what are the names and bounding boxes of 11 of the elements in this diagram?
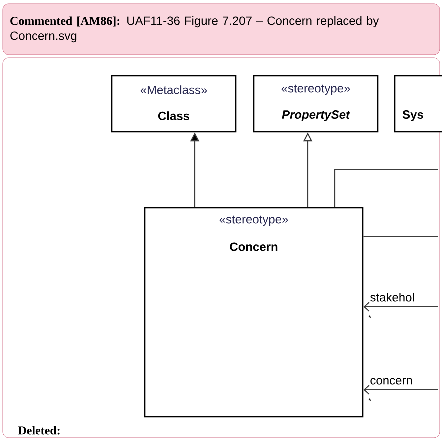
class-box: Sys [394,75,442,133]
connector [334,169,438,208]
connector [364,385,438,395]
class-box: «stereotype» Concern [144,207,364,418]
edge-label: stakehol [370,292,414,302]
class-box: «Metaclass» Class [111,75,237,133]
class-box: «stereotype» PropertySet [253,75,379,133]
comment-box: Commented [AM86]: UAF11-36 Figure 7.207 – Concern replaced by Concern.svg [2,4,440,56]
edge-label: concern [370,378,412,385]
connector [364,236,438,238]
connector [364,302,438,312]
